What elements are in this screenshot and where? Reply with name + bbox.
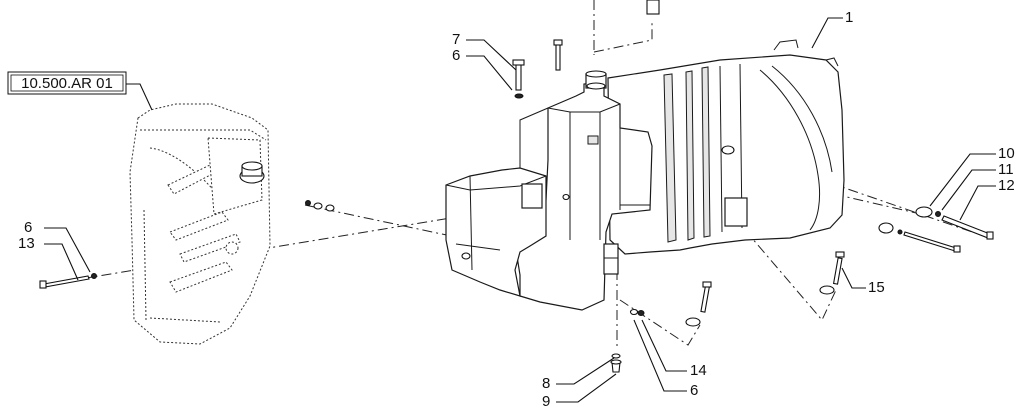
callout-13: 13: [18, 235, 35, 252]
callout-15: 15: [868, 279, 885, 296]
callout-8: 8: [542, 375, 550, 392]
callout-10: 10: [998, 145, 1015, 162]
tank-lower-housing: [445, 107, 570, 297]
main-tank: [607, 39, 845, 255]
callout-6-bottom: 6: [690, 382, 698, 399]
callout-6-left: 6: [24, 219, 32, 236]
bolt-12: [915, 206, 994, 240]
transmission-housing-reference: [129, 103, 271, 345]
bolt-top-center: [553, 39, 563, 71]
callout-11: 11: [998, 161, 1014, 178]
leader-lines: [44, 17, 996, 403]
bolt-right-lower: [878, 222, 961, 253]
reference-box-label: 10.500.AR 01: [21, 75, 113, 92]
callout-7: 7: [452, 31, 460, 48]
callout-6-top: 6: [452, 47, 460, 64]
bolt-15: [819, 251, 845, 295]
reference-box: 10.500.AR 01: [7, 71, 127, 95]
callout-14: 14: [690, 362, 707, 379]
callouts: 1 7 6 10 11 12 6 13 15 14 6 8 9: [18, 9, 1015, 410]
washer-10: [915, 206, 933, 218]
drain-plug-8: [610, 353, 622, 373]
bolt-7: [512, 59, 525, 99]
callout-9: 9: [542, 393, 550, 410]
callout-1: 1: [845, 9, 853, 26]
bolt-lower-center: [685, 281, 712, 327]
washer-11: [935, 211, 941, 217]
callout-12: 12: [998, 177, 1015, 194]
nut-14: [629, 308, 645, 316]
filler-cap-insert: [646, 0, 660, 15]
bolt-13: [39, 273, 97, 289]
nut-washer-pair: [305, 200, 335, 212]
